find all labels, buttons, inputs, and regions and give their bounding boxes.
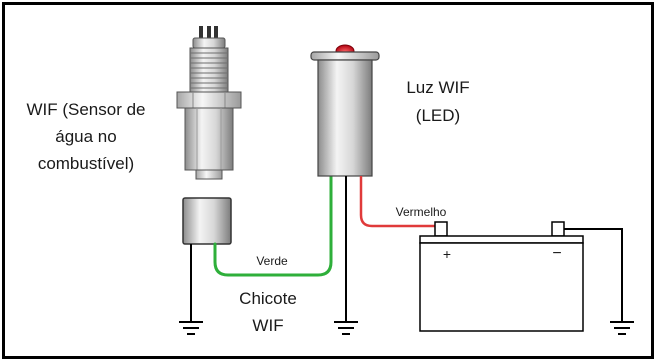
sensor-connector xyxy=(182,197,232,245)
ground-symbol-connector xyxy=(179,321,203,335)
led-label-line2: (LED) xyxy=(416,106,460,125)
ground-symbol-battery xyxy=(610,321,634,335)
led-label-line1: Luz WIF xyxy=(406,78,469,97)
red-wire-label: Vermelho xyxy=(396,205,447,219)
harness-label-line1: Chicote xyxy=(239,289,297,308)
green-wire-label: Verde xyxy=(256,254,288,268)
wif-led-lamp xyxy=(310,44,380,177)
red-wire xyxy=(359,176,442,233)
sensor-label-line3: combustível) xyxy=(38,154,134,173)
battery-body xyxy=(419,242,584,332)
ground-symbol-led xyxy=(334,321,358,335)
battery-positive-terminal xyxy=(434,221,448,237)
battery-minus-sign: − xyxy=(552,245,561,262)
battery xyxy=(419,221,584,332)
harness-label-line2: WIF xyxy=(252,316,283,335)
battery-ground-wire xyxy=(564,228,623,322)
battery-negative-terminal xyxy=(551,221,565,237)
sensor-label-line1: WIF (Sensor de xyxy=(26,100,145,119)
sensor-label-line2: água no xyxy=(55,127,116,146)
wif-sensor xyxy=(176,26,242,180)
green-wire xyxy=(213,174,333,277)
battery-plus-sign: + xyxy=(443,246,451,262)
